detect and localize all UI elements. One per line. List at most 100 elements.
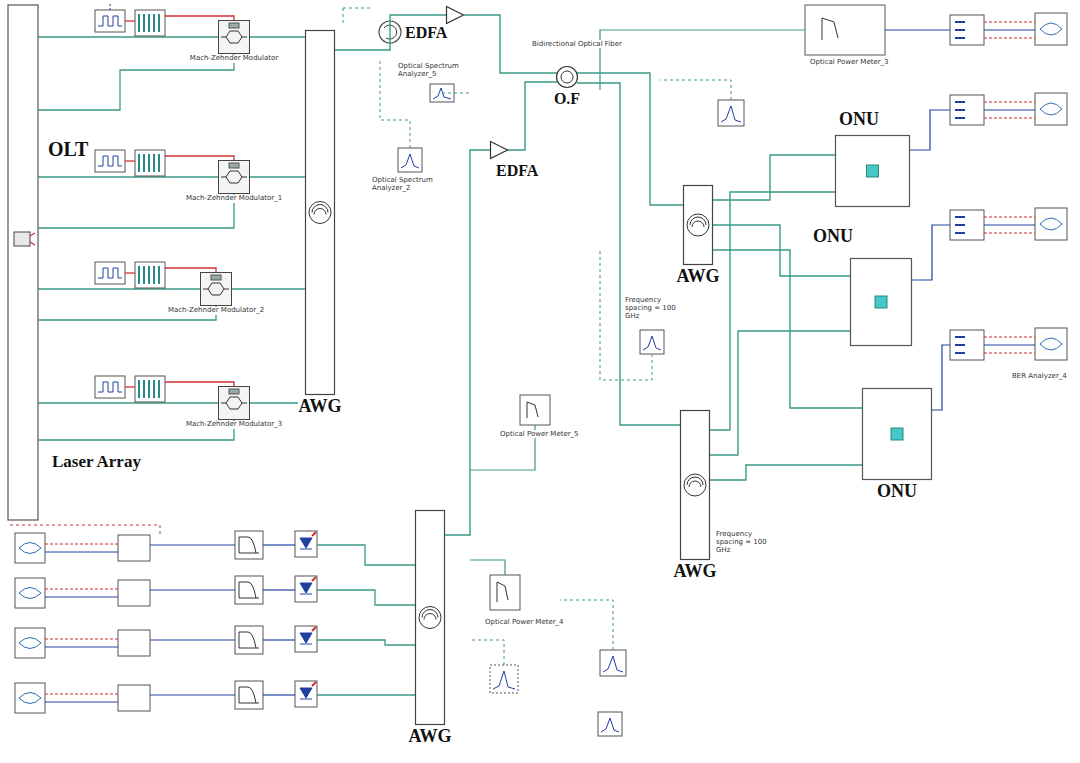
modulator-arms — [221, 171, 247, 183]
awg-symbol — [687, 214, 709, 236]
circulator — [343, 8, 401, 43]
modulator-frame — [201, 273, 232, 306]
awg-box-outline — [305, 30, 335, 395]
fiber-connector — [507, 82, 557, 150]
fiber-connector — [577, 73, 683, 205]
component-caption: Mach-Zehnder Modulator_3 — [185, 421, 283, 429]
modulator-box-outline — [218, 20, 250, 54]
amplifier-shape — [447, 7, 464, 24]
amplifier-triangle: EDFA — [446, 6, 464, 24]
modulator-box-outline — [200, 272, 232, 306]
laser-wires — [38, 37, 234, 440]
subsystem-box-outline — [835, 135, 910, 207]
modulator-box-outline — [218, 386, 250, 420]
subsystem-box: ONU — [862, 388, 932, 480]
awg-grating — [422, 610, 438, 620]
awg-grating — [312, 205, 328, 215]
modulator-electrode — [211, 275, 221, 280]
fiber-connector — [232, 288, 305, 289]
awg-frame — [684, 186, 713, 265]
component-label: ONU — [838, 110, 880, 130]
onu-receivers — [885, 13, 1067, 410]
amplifier-triangle: EDFA — [490, 141, 508, 159]
modulator-box-outline — [218, 160, 250, 194]
fiber-connector — [713, 250, 862, 408]
section-label: OLT — [48, 138, 88, 161]
amplifier-triangle-outline — [490, 141, 508, 159]
subsystem-frame — [851, 259, 912, 346]
component-label: AWG — [298, 397, 343, 417]
component-label: EDFA — [404, 24, 448, 42]
subsystem-box: ONU — [850, 258, 912, 346]
awg-frame — [416, 511, 445, 725]
awg-grating — [690, 217, 706, 227]
fiber-connector — [445, 150, 490, 535]
fiber-connector — [577, 83, 680, 425]
modulator-frame — [219, 21, 250, 54]
modulator-electrode — [229, 389, 239, 394]
modulator-box: Mach-Zehnder Modulator_2 — [200, 272, 232, 306]
instrument-label: Frequency spacing = 100 GHz — [716, 530, 778, 554]
power-meter-wires — [470, 30, 805, 575]
subsystem-frame — [836, 136, 910, 207]
awg-box: AWG — [680, 410, 710, 560]
fiber-spool-core — [561, 71, 573, 83]
amplifier-triangle-outline — [446, 6, 464, 24]
awg-frame — [681, 411, 710, 560]
awg-box-outline — [683, 185, 713, 265]
subsystem-box-outline — [850, 258, 912, 346]
awg-symbol — [419, 607, 441, 629]
modulator-box: Mach-Zehnder Modulator_1 — [218, 160, 250, 194]
subsystem-frame — [863, 389, 932, 480]
awg-frame — [306, 31, 335, 395]
awg-box-outline — [680, 410, 710, 560]
subsystem-icon — [891, 428, 903, 440]
subsystem-icon — [875, 296, 887, 308]
fiber-spool — [557, 67, 578, 88]
awg-symbol — [684, 474, 706, 496]
component-caption: Mach-Zehnder Modulator_1 — [185, 195, 283, 203]
subsystem-box-outline — [862, 388, 932, 480]
instrument-label: Optical Spectrum Analyzer_2 — [372, 176, 450, 192]
subsystem-box: ONU — [835, 135, 910, 207]
awg-box-outline — [415, 510, 445, 725]
component-label: ONU — [812, 227, 854, 247]
instrument-label: BER Analyzer_4 — [1012, 372, 1067, 380]
instrument-label: Bidirectional Optical Fiber — [532, 40, 622, 48]
subsystem-icon — [867, 165, 879, 177]
modulator-frame — [219, 387, 250, 420]
olt-receivers — [10, 525, 415, 713]
awg-symbol — [309, 202, 331, 224]
fiber-circle: O.F — [556, 66, 578, 88]
awg-box: AWG — [415, 510, 445, 725]
modulator-frame — [219, 161, 250, 194]
laser-array — [8, 5, 38, 520]
modulator-box: Mach-Zehnder Modulator_3 — [218, 386, 250, 420]
power-meters — [490, 5, 885, 610]
instrument-label: Optical Power Meter_3 — [810, 58, 889, 66]
modulator-arms — [221, 31, 247, 43]
awg-box: AWG — [305, 30, 335, 395]
modulator-arms — [221, 397, 247, 409]
component-label: AWG — [676, 267, 721, 287]
modulator-arms — [203, 283, 229, 295]
awg-grating — [687, 477, 703, 487]
fiber-connector — [710, 331, 850, 455]
component-label: EDFA — [495, 162, 539, 180]
fiber-circle-outline — [556, 66, 578, 88]
awg-box: AWG — [683, 185, 713, 265]
component-label: ONU — [876, 482, 918, 502]
instrument-label: Optical Power Meter_5 — [500, 430, 579, 438]
instrument-label: Optical Power Meter_4 — [485, 618, 564, 626]
component-caption: Mach-Zehnder Modulator_2 — [167, 307, 265, 315]
component-caption: Mach-Zehnder Modulator — [189, 55, 279, 63]
modulator-electrode — [229, 163, 239, 168]
fiber-connector — [710, 465, 862, 480]
fiber-connector — [713, 155, 835, 200]
fiber-connector — [250, 176, 305, 177]
amplifier-shape — [491, 142, 508, 159]
modulator-box: Mach-Zehnder Modulator — [218, 20, 250, 54]
instrument-label: Optical Spectrum Analyzer_5 — [398, 62, 490, 78]
